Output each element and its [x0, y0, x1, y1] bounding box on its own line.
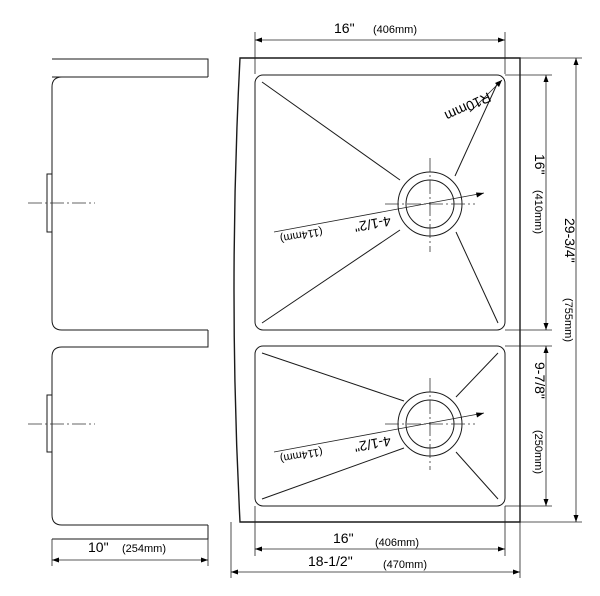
bottom-width-dimension: 16" (406mm) [254, 506, 506, 556]
side-view [28, 58, 209, 540]
small-bowl-height-dimension: 9-7/8" (250mm) [505, 345, 552, 507]
large-bowl-height-dimension: 16" (410mm) [505, 74, 552, 331]
side-view-drain-lower [46, 394, 52, 453]
depth-dimension: 10" (254mm) [51, 539, 209, 566]
top-width-mm-label: (406mm) [373, 24, 417, 36]
small-bowl-outline [254, 345, 506, 507]
overall-width-inch-label: 18-1/2" [308, 553, 353, 569]
large-drain-offset-inch-label: 4-1/2" [353, 213, 392, 235]
side-view-lower-bowl [51, 330, 209, 526]
small-drain-offset-mm-label: (114mm) [279, 445, 324, 464]
side-view-upper-bowl [51, 76, 208, 331]
sink-outer-flange [233, 57, 521, 523]
overall-height-dimension: 29-3/4" (755mm) [520, 57, 582, 523]
bottom-width-mm-label: (406mm) [375, 537, 419, 549]
top-width-inch-label: 16" [334, 20, 355, 36]
overall-width-mm-label: (470mm) [383, 559, 427, 571]
overall-height-inch-label: 29-3/4" [562, 218, 578, 263]
small-bowl-height-inch-label: 9-7/8" [532, 362, 548, 399]
top-view [233, 57, 521, 523]
depth-inch-label: 10" [88, 539, 109, 555]
large-bowl-height-inch-label: 16" [532, 154, 548, 175]
side-view-bottom-flange [52, 525, 209, 540]
depth-mm-label: (254mm) [122, 543, 166, 555]
overall-height-mm-label: (755mm) [562, 298, 574, 342]
corner-radius-label: R10mm [442, 89, 493, 124]
large-drain-offset-mm-label: (114mm) [279, 225, 324, 244]
bottom-width-inch-label: 16" [333, 530, 354, 546]
large-bowl-slope-lines [261, 81, 499, 324]
large-bowl-outline [254, 74, 506, 331]
large-bowl-drain-offset-dimension: 4-1/2" (114mm) [273, 192, 485, 244]
small-bowl-height-mm-label: (250mm) [532, 430, 544, 474]
overall-width-dimension: 18-1/2" (470mm) [230, 522, 521, 578]
large-bowl-height-mm-label: (410mm) [532, 190, 544, 234]
side-view-top-flange [52, 58, 209, 78]
small-bowl-slope-lines [261, 352, 499, 500]
corner-radius-callout: R10mm [442, 79, 503, 124]
top-width-dimension: 16" (406mm) [254, 20, 506, 74]
small-drain-offset-inch-label: 4-1/2" [353, 433, 392, 455]
